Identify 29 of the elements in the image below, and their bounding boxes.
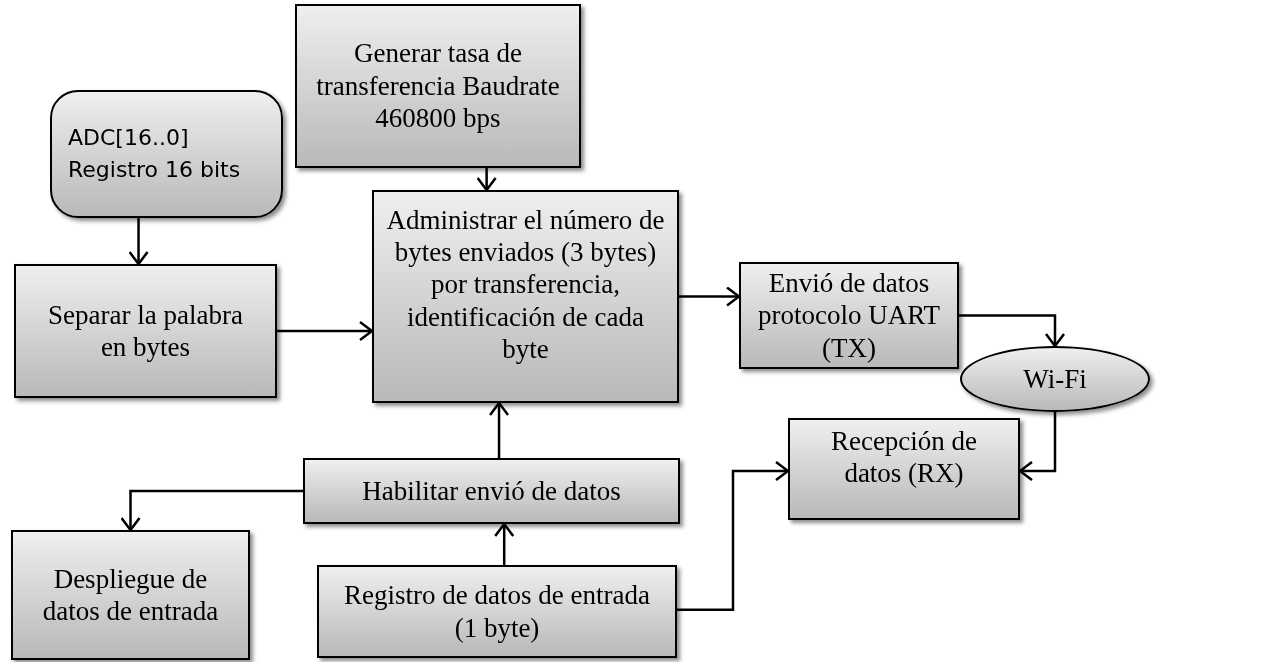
arrow bbox=[120, 489, 303, 532]
node-text: Wi-Fi bbox=[1022, 362, 1088, 396]
process-box bbox=[14, 264, 277, 398]
arrow bbox=[677, 460, 790, 611]
process-box bbox=[788, 418, 1020, 520]
node-text: Recepción de datos (RX) bbox=[829, 424, 979, 490]
rounded-box bbox=[50, 90, 283, 218]
node-text: Administrar el número de bytes enviados (3 bytes) por transferencia, identificación de cada byte bbox=[386, 203, 665, 366]
arrow bbox=[277, 320, 374, 342]
arrow bbox=[959, 314, 1066, 348]
arrow bbox=[128, 218, 149, 266]
arrow bbox=[493, 522, 515, 565]
arrow bbox=[488, 401, 510, 458]
node-text: ADC[16..0] Registro 16 bits bbox=[68, 124, 242, 184]
process-box bbox=[317, 565, 677, 658]
process-box bbox=[372, 190, 679, 403]
node-text: Envió de datos protocolo UART (TX) bbox=[756, 266, 942, 365]
arrow bbox=[476, 168, 497, 192]
node-text: Separar la palabra en bytes bbox=[47, 298, 244, 364]
arrow bbox=[679, 286, 741, 307]
ellipse-node bbox=[960, 346, 1150, 412]
node-text: Despliegue de datos de entrada bbox=[41, 562, 220, 628]
process-box bbox=[11, 530, 250, 660]
process-box bbox=[739, 262, 959, 369]
process-box bbox=[295, 4, 581, 168]
node-text: Habilitar envió de datos bbox=[361, 474, 622, 508]
node-text: Generar tasa de transferencia Baudrate 460800 bps bbox=[315, 37, 561, 135]
node-text: Registro de datos de entrada (1 byte) bbox=[343, 579, 651, 644]
process-box bbox=[303, 458, 680, 524]
